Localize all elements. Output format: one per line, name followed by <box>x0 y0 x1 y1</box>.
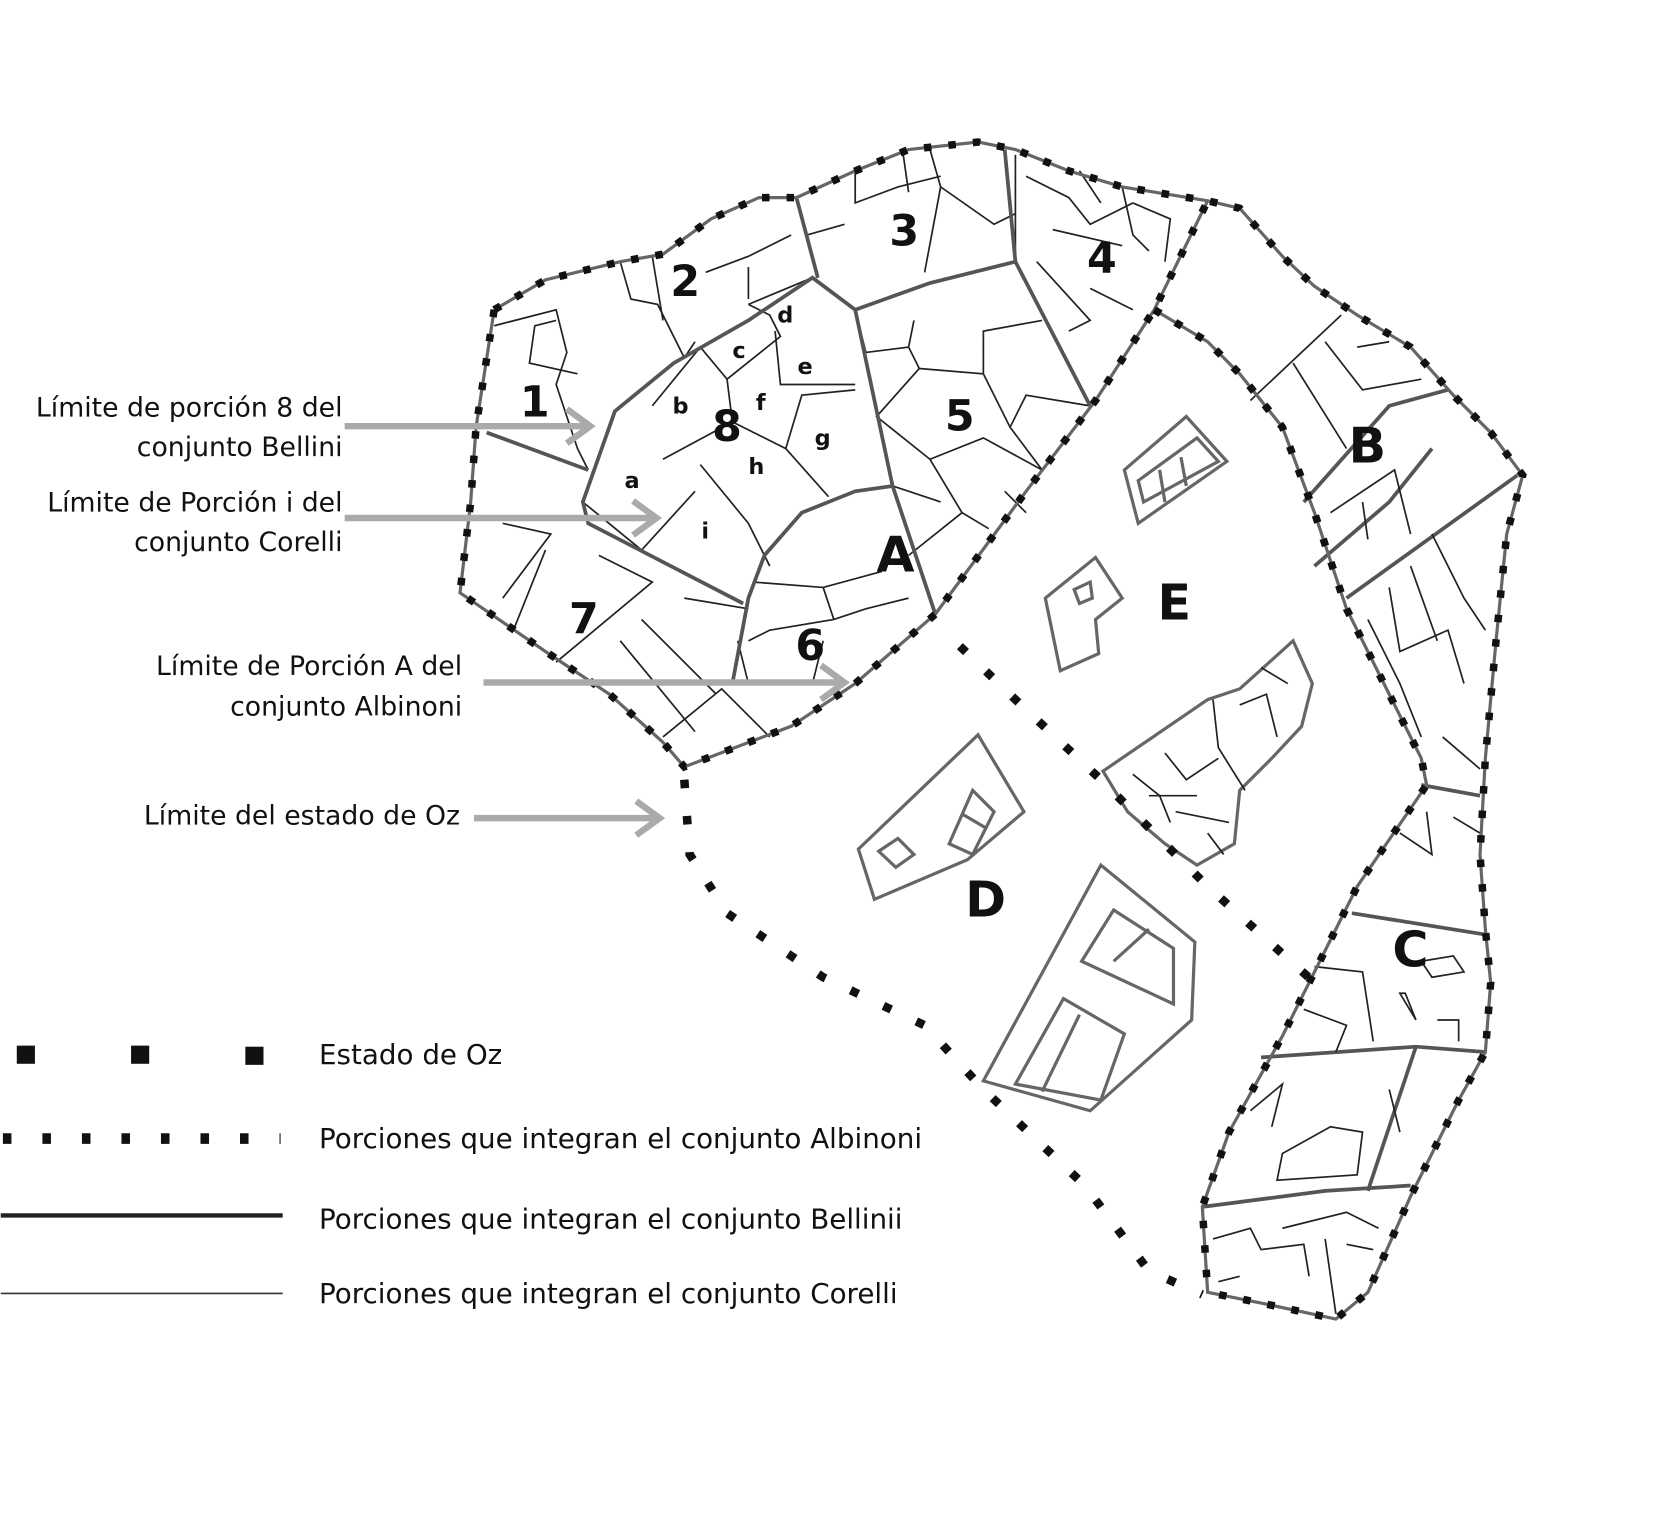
label-A: A <box>877 525 915 583</box>
label-3: 3 <box>889 207 919 257</box>
label-6: 6 <box>795 621 825 671</box>
albinoni-boundaries <box>680 643 1318 1299</box>
label-E: E <box>1157 573 1191 631</box>
arrow-icon <box>473 798 666 838</box>
arrow-icon <box>344 498 662 538</box>
legend-oz-marker <box>245 1046 264 1065</box>
map-labels: A B C D E 1 2 3 4 5 6 7 8 a b c d e f g … <box>520 207 1429 979</box>
annotation-8-line1: Límite de porción 8 del <box>36 393 343 424</box>
legend-oz-marker <box>131 1045 150 1064</box>
label-2: 2 <box>670 257 700 307</box>
label-b: b <box>673 393 689 419</box>
label-d: d <box>777 303 793 329</box>
annotation-A-line1: Límite de Porción A del <box>156 651 462 682</box>
arrow-icon <box>483 662 850 703</box>
legend-albinoni-label: Porciones que integran el conjunto Albin… <box>319 1122 922 1155</box>
annotation-A-line2: conjunto Albinoni <box>230 692 462 723</box>
legend: Estado de Oz Porciones que integran el c… <box>0 1038 922 1310</box>
label-4: 4 <box>1087 233 1117 283</box>
label-D: D <box>965 870 1006 928</box>
annotation-oz: Límite del estado de Oz <box>144 801 460 832</box>
label-1: 1 <box>520 378 550 428</box>
annotation-i-line1: Límite de Porción i del <box>47 488 342 519</box>
label-B: B <box>1349 416 1386 474</box>
annotation-8-line2: conjunto Bellini <box>137 432 343 463</box>
label-7: 7 <box>569 594 599 644</box>
annotation-i-line2: conjunto Corelli <box>134 527 342 558</box>
label-C: C <box>1392 921 1428 979</box>
legend-bellini-label: Porciones que integran el conjunto Belli… <box>319 1202 902 1235</box>
oz-boundary <box>456 138 1527 1324</box>
label-i: i <box>701 518 709 544</box>
buildings-d-e <box>856 414 1315 1113</box>
label-c: c <box>732 338 745 364</box>
label-e: e <box>798 354 813 380</box>
label-a: a <box>625 468 640 494</box>
bellini-boundaries <box>486 149 1519 1209</box>
strip-b-c-cells <box>1212 314 1487 1314</box>
legend-oz-label: Estado de Oz <box>319 1038 502 1071</box>
label-g: g <box>815 425 831 451</box>
label-5: 5 <box>945 391 975 441</box>
label-h: h <box>748 454 764 480</box>
label-8: 8 <box>712 402 742 452</box>
arrow-icon <box>344 406 596 446</box>
legend-corelli-label: Porciones que integran el conjunto Corel… <box>319 1277 898 1310</box>
legend-oz-marker <box>16 1045 35 1064</box>
label-f: f <box>756 390 766 416</box>
annotations: Límite de porción 8 del conjunto Bellini… <box>36 393 850 838</box>
